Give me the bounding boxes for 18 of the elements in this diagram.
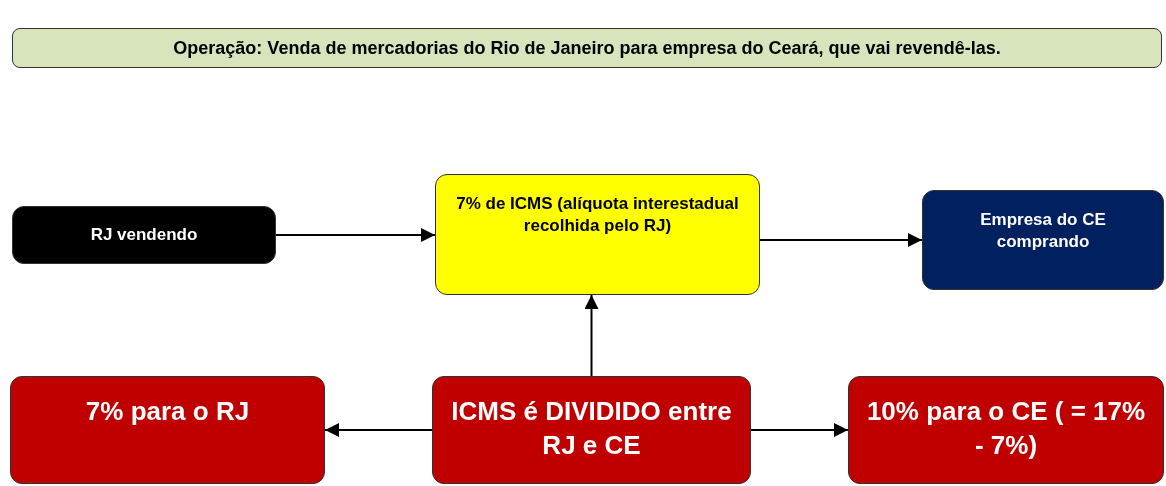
box-label: Empresa do CE comprando <box>979 209 1107 254</box>
box-label: ICMS é DIVIDIDO entre RJ e CE <box>450 395 733 462</box>
arrow <box>759 233 923 247</box>
arrow <box>750 423 849 437</box>
process-box <box>922 190 1164 290</box>
title-banner: Operação: Venda de mercadorias do Rio de Janeiro para empresa do Ceará, que vai revendê-las. <box>12 28 1162 68</box>
process-box <box>435 174 760 295</box>
process-box <box>12 206 276 264</box>
arrow <box>584 294 599 377</box>
box-label: 7% de ICMS (alíquota interestadual recolhida pelo RJ) <box>455 193 740 238</box>
arrow <box>324 423 433 437</box>
arrow <box>275 228 436 242</box>
box-label: RJ vendendo <box>90 223 198 246</box>
box-label: 7% para o RJ <box>85 395 250 428</box>
box-label: 10% para o CE ( = 17% - 7%) <box>865 395 1147 462</box>
process-box <box>10 376 325 484</box>
process-box <box>848 376 1164 484</box>
process-box <box>432 376 751 484</box>
